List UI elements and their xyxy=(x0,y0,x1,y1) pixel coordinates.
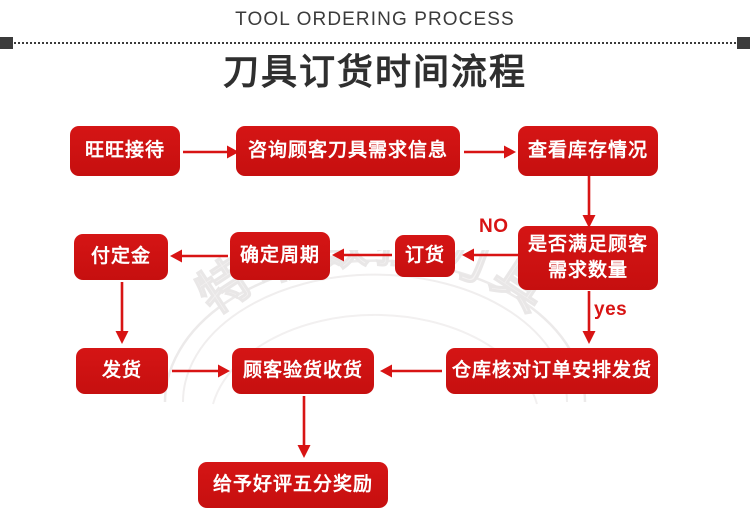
node-place-order[interactable]: 订货 xyxy=(395,235,455,277)
node-warehouse-verify-arrange-shipping[interactable]: 仓库核对订单安排发货 xyxy=(446,348,658,394)
divider-cap-left xyxy=(0,37,13,49)
header-divider xyxy=(0,37,750,49)
node-wangwang-reception[interactable]: 旺旺接待 xyxy=(70,126,180,176)
eyebrow-heading: TOOL ORDERING PROCESS xyxy=(235,9,515,30)
arrow-n4-n5 xyxy=(462,248,518,262)
divider-dotted-line xyxy=(10,42,740,44)
decision-line-1: 是否满足顾客 xyxy=(527,234,648,256)
edge-label-yes: yes xyxy=(594,299,628,320)
node-consult-customer-tool-needs[interactable]: 咨询顾客刀具需求信息 xyxy=(236,126,460,176)
divider-cap-right xyxy=(737,37,750,49)
arrow-n10-n9 xyxy=(380,364,442,378)
arrow-n7-n8 xyxy=(115,282,129,344)
arrow-n8-n9 xyxy=(172,364,230,378)
node-confirm-cycle[interactable]: 确定周期 xyxy=(230,232,330,280)
arrow-n3-n4 xyxy=(582,176,596,228)
decision-line-2: 需求数量 xyxy=(547,260,628,281)
arrow-n1-n2 xyxy=(183,145,239,159)
arrow-n2-n3 xyxy=(464,145,516,159)
page-title: 刀具订货时间流程 xyxy=(222,51,527,92)
arrow-n5-n6 xyxy=(332,248,392,262)
node-decision-meets-customer-quantity[interactable]: 是否满足顾客 需求数量 xyxy=(518,226,658,290)
edge-label-no: NO xyxy=(479,216,509,237)
node-ship-goods[interactable]: 发货 xyxy=(76,348,168,394)
node-pay-deposit[interactable]: 付定金 xyxy=(74,234,168,280)
arrow-n9-n11 xyxy=(297,396,311,458)
node-customer-inspect-receive[interactable]: 顾客验货收货 xyxy=(232,348,374,394)
node-check-stock-status[interactable]: 查看库存情况 xyxy=(518,126,658,176)
node-give-five-star-review-reward[interactable]: 给予好评五分奖励 xyxy=(198,462,388,508)
arrow-n6-n7 xyxy=(170,249,228,263)
